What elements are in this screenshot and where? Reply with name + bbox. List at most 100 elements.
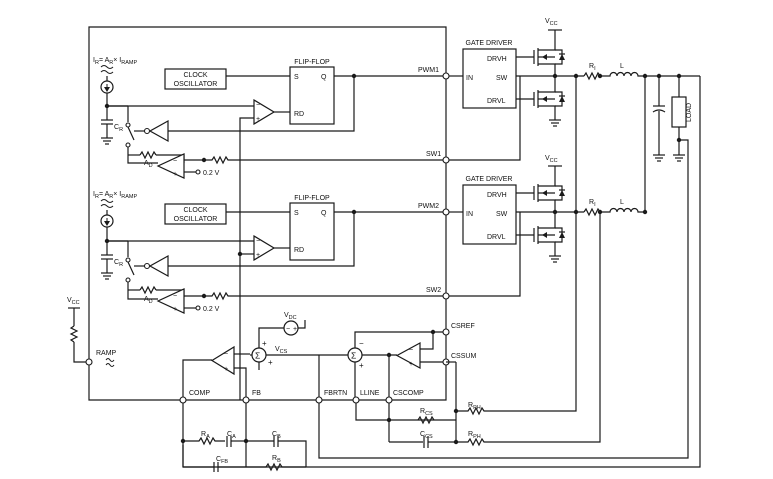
ri-label-2: RI [589,199,596,208]
ref-pin [195,305,201,311]
ff-q-pin: Q [321,210,327,217]
gd-in-pin: IN [466,211,473,218]
ground-icon [101,272,113,280]
wire [420,332,434,350]
gd-sw-pin: SW [496,75,508,82]
inductor-icon [600,71,645,77]
op-amp-icon [148,119,169,143]
rb-label: RB [272,455,281,464]
ff-rd-pin: RD [294,111,304,118]
ccs-label: CCS [420,431,433,440]
vcc-label-2: VCC [545,155,558,164]
op-amp-icon [148,254,169,278]
plus-sign: + [268,358,273,367]
ground-icon [653,154,665,162]
svg-text:+: + [256,252,260,259]
rph-label-1: RPH [468,402,481,411]
comp-pin [179,396,187,404]
gate-driver-1 [462,48,517,109]
sw2-pin [442,292,450,300]
load-label: LOAD [686,103,693,122]
resistor-icon [246,462,306,472]
wire [298,320,306,329]
fb-pin-label: FB [252,390,261,397]
node-dot [430,329,436,335]
mosfet-icon [533,76,565,120]
gd-drvl-pin: DRVL [487,98,506,105]
wire [239,117,254,400]
gate-driver-label: GATE DRIVER [466,40,513,47]
ff-s-pin: S [294,210,299,217]
ground-icon [549,119,561,127]
resistor-icon [417,415,435,425]
switch-icon [125,257,135,283]
clock-oscillator-label: CLOCK [183,207,207,214]
current-source-icon [100,65,114,106]
svg-text:−: − [173,293,177,300]
lline-pin-label: LLINE [360,390,380,397]
clock-oscillator-2 [164,203,227,225]
voltage-ref-label: 0.2 V [203,306,220,313]
ri-label-1: RI [589,63,596,72]
csref-pin [442,328,450,336]
cscomp-pin-label: CSCOMP [393,390,424,397]
flip-flop-label: FLIP-FLOP [294,59,330,66]
summing-junction-icon: Σ [251,347,267,363]
pwm2-pin-label: PWM2 [418,203,439,210]
plus-sign: + [359,361,364,370]
vcc-label-left: VCC [67,297,80,306]
flip-flop-2 [289,202,335,261]
load-block [671,96,687,128]
capacitor-icon [101,254,113,260]
svg-text:−: − [256,238,260,245]
svg-text:−: − [256,102,260,109]
wire [354,331,446,348]
op-amp-icon: − + [156,288,185,314]
vdc-label: VDC [284,312,297,321]
ramp-pin [85,358,93,366]
ph2-sense-wire [491,212,601,443]
mosfet-icon [533,30,565,76]
lline-pin [352,396,360,404]
svg-text:+: + [173,306,177,313]
wire [73,342,89,363]
ref-pin [195,169,201,175]
plus-sign: + [262,339,267,348]
gate-driver-label: GATE DRIVER [466,176,513,183]
gd-drvh-pin: DRVH [487,192,507,199]
comp-pin-label: COMP [189,390,210,397]
op-amp-icon: − + [210,345,235,376]
gd-in-pin: IN [466,75,473,82]
node-dot [237,251,243,257]
svg-text:−: − [409,347,413,354]
ph1-sense-wire [491,76,577,412]
cscomp-pin [385,396,393,404]
fb-pin [242,396,250,404]
ra-label: RA [201,431,210,440]
mosfet-icon [533,166,565,212]
vcs-label: VCS [275,346,288,355]
op-amp-icon: − + [395,341,421,370]
gd-sw-pin: SW [496,211,508,218]
fbrtn-pin [315,396,323,404]
cfb-label: CFB [216,456,228,465]
cr-label-1: CR [114,124,123,133]
ground-icon [673,154,685,162]
sw1-pin [442,156,450,164]
clock-oscillator-label: OSCILLATOR [174,81,218,88]
resistor-icon [204,291,446,301]
gd-drvh-pin: DRVH [487,56,507,63]
inductor-label-1: L [620,63,624,70]
op-amp-icon: − + [156,153,185,179]
sw1-pin-label: SW1 [426,151,441,158]
wire [449,212,521,297]
ic-boundary [88,26,447,401]
pwm2-pin [442,208,450,216]
svg-text:+: + [409,361,413,368]
pwm1-pin [442,72,450,80]
ca-label: CA [227,431,236,440]
node-dot [642,209,648,215]
ramp-equation-2: IR= AR× IRAMP [93,191,137,200]
resistor-icon [456,437,491,447]
